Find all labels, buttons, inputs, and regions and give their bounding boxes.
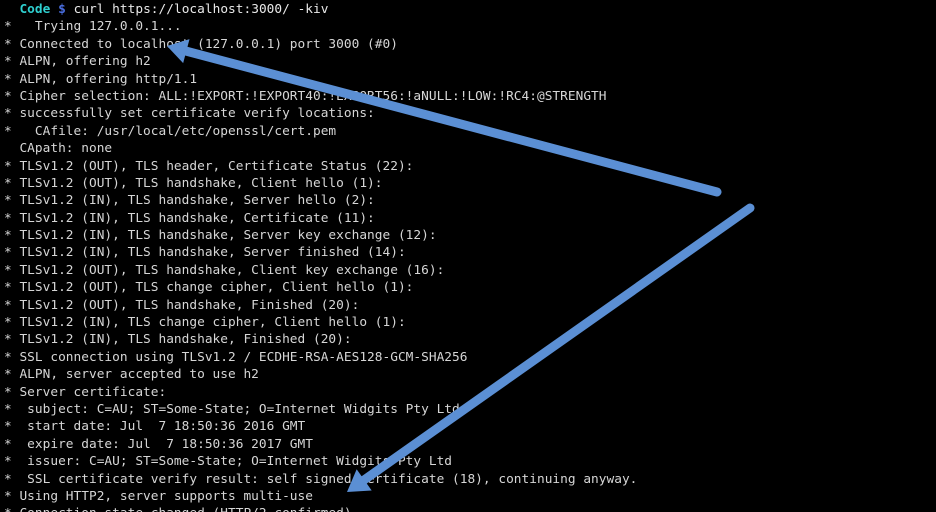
output-line: * CAfile: /usr/local/etc/openssl/cert.pe… <box>4 123 337 139</box>
output-line: * ALPN, offering h2 <box>4 54 151 70</box>
prompt-space-2 <box>50 2 58 17</box>
output-line: * Connection state changed (HTTP/2 confi… <box>4 505 936 512</box>
output-line: * ALPN, offering http/1.1 <box>4 71 198 87</box>
output-line: * TLSv1.2 (OUT), TLS header, Certificate… <box>4 158 414 174</box>
output-line: * start date: Jul 7 18:50:36 2016 GMT <box>4 419 306 435</box>
output-line: * ALPN, server accepted to use h2 <box>4 367 259 383</box>
output-line: * Cipher selection: ALL:!EXPORT:!EXPORT4… <box>4 88 607 104</box>
output-line: * TLSv1.2 (IN), TLS handshake, Server fi… <box>4 245 406 261</box>
output-line: * successfully set certificate verify lo… <box>4 106 375 122</box>
output-line: * TLSv1.2 (IN), TLS handshake, Certifica… <box>4 210 375 226</box>
output-line: * SSL certificate verify result: self si… <box>4 471 638 487</box>
prompt-space-1 <box>4 2 19 17</box>
output-line: * Connected to localhost (127.0.0.1) por… <box>4 36 398 52</box>
output-line: * Server certificate: <box>4 384 167 400</box>
output-line: * TLSv1.2 (IN), TLS handshake, Finished … <box>4 332 352 348</box>
prompt-host-label: Code <box>19 2 51 17</box>
output-line: * TLSv1.2 (OUT), TLS handshake, Client k… <box>4 262 445 278</box>
prompt-command-text[interactable]: curl https://localhost:3000/ -kiv <box>73 2 329 17</box>
output-line: * subject: C=AU; ST=Some-State; O=Intern… <box>4 401 460 417</box>
output-line: * expire date: Jul 7 18:50:36 2017 GMT <box>4 436 313 452</box>
prompt-sigil: $ <box>58 2 66 17</box>
output-line: * TLSv1.2 (IN), TLS handshake, Server ke… <box>4 228 437 244</box>
output-line: * TLSv1.2 (IN), TLS handshake, Server he… <box>4 193 375 209</box>
output-line: * TLSv1.2 (IN), TLS change cipher, Clien… <box>4 315 406 331</box>
output-line: * TLSv1.2 (OUT), TLS handshake, Client h… <box>4 175 383 191</box>
output-line: * TLSv1.2 (OUT), TLS handshake, Finished… <box>4 297 360 313</box>
output-line: CApath: none <box>4 141 113 157</box>
output-line: * issuer: C=AU; ST=Some-State; O=Interne… <box>4 454 453 470</box>
output-line: * TLSv1.2 (OUT), TLS change cipher, Clie… <box>4 280 414 296</box>
prompt-space-3 <box>66 2 74 17</box>
output-line: * SSL connection using TLSv1.2 / ECDHE-R… <box>4 349 468 365</box>
shell-prompt-line: Code $ curl https://localhost:3000/ -kiv <box>4 1 936 18</box>
output-line: * Using HTTP2, server supports multi-use <box>4 488 313 504</box>
output-line: * Trying 127.0.0.1... <box>4 19 182 35</box>
